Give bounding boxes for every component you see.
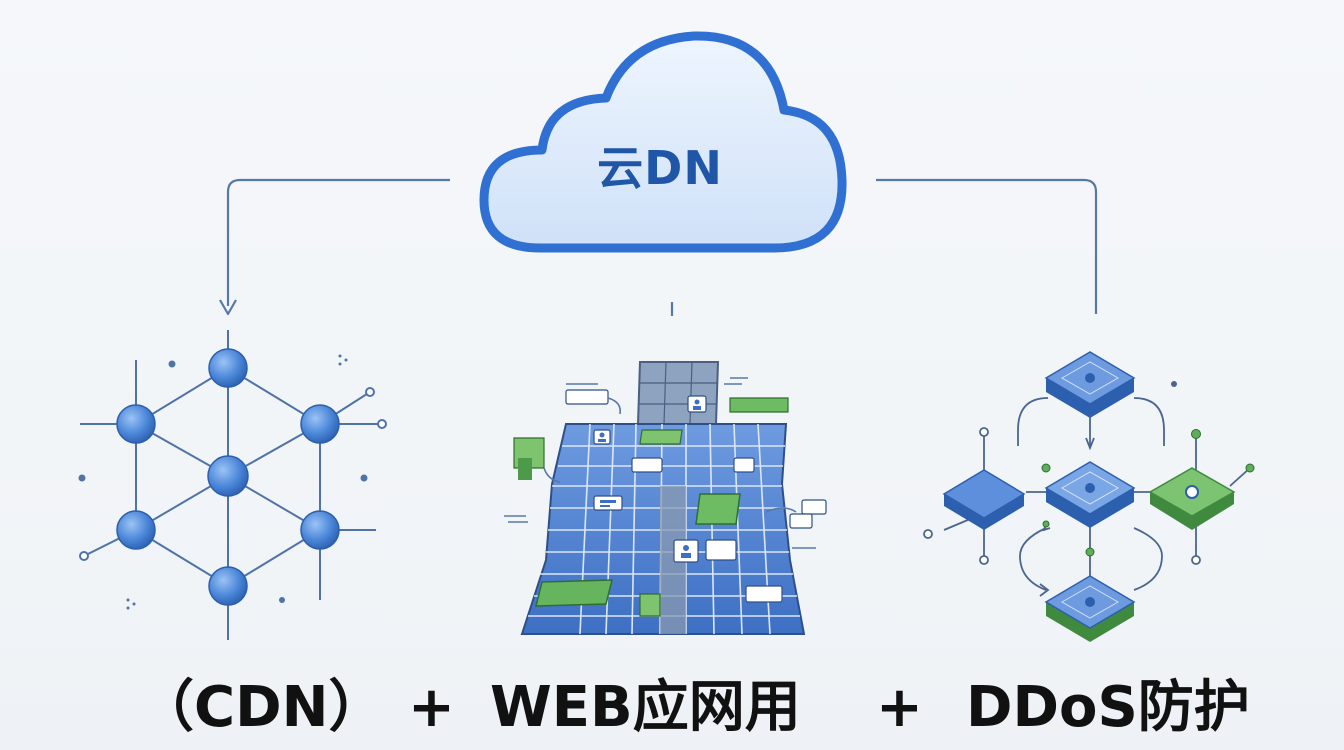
cloud-icon [479, 31, 847, 253]
web-grid-icon [504, 361, 827, 635]
network-nodes-icon [78, 330, 387, 640]
caption-cdn: （CDN） [138, 675, 385, 740]
plus-separator-2: + [876, 675, 923, 740]
cloud-label: 云DN [597, 141, 723, 195]
connector-right [876, 178, 1098, 314]
plus-separator-1: + [408, 675, 455, 740]
caption-ddos: DDoS防护 [966, 675, 1250, 740]
ddos-shield-icon [923, 351, 1255, 642]
connector-left [219, 178, 450, 316]
caption-web: WEB应网用 [490, 675, 801, 740]
